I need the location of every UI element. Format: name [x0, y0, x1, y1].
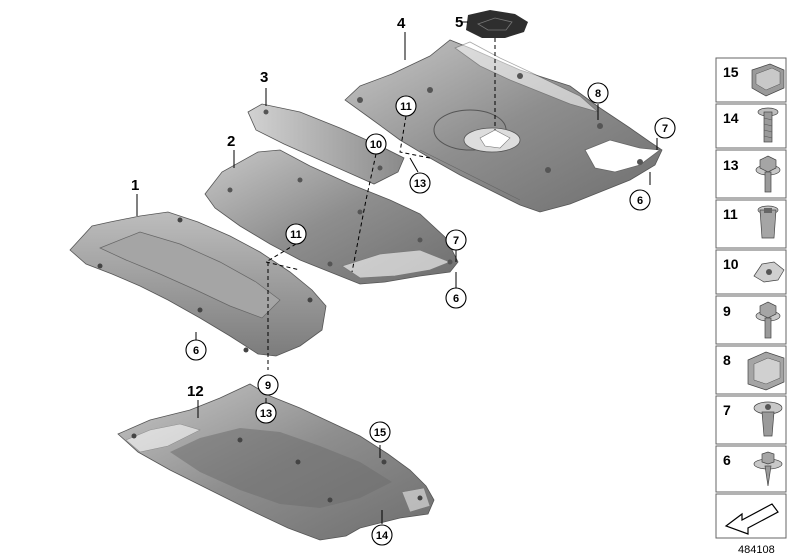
- callout-11b: 11: [285, 223, 307, 245]
- legend-label-13: 13: [723, 157, 739, 173]
- hex-bolt-icon: [755, 155, 781, 193]
- callout-6b: 6: [445, 287, 467, 309]
- rivet-nut-icon: [757, 205, 779, 239]
- legend-item-13: 13: [715, 149, 787, 199]
- part-label-5: 5: [455, 14, 463, 31]
- callout-label-11a: 11: [400, 101, 412, 113]
- part-label-12: 12: [187, 383, 204, 400]
- legend-label-7: 7: [723, 402, 731, 418]
- callout-label-13a: 13: [414, 178, 426, 190]
- expanding-rivet-icon: [753, 401, 783, 437]
- flange-bolt-icon: [755, 301, 781, 339]
- clip-nut-icon: [751, 63, 785, 97]
- legend-item-6: 6: [715, 445, 787, 493]
- callout-label-7b: 7: [453, 235, 459, 247]
- seal-disc-5: [466, 10, 528, 38]
- document-number: 484108: [738, 544, 775, 556]
- callout-9: 9: [257, 374, 279, 396]
- callout-label-6c: 6: [193, 345, 199, 357]
- callout-13a: 13: [409, 172, 431, 194]
- underbody-panel-4: [344, 39, 663, 213]
- callout-10: 10: [365, 133, 387, 155]
- arrow-icon: [724, 503, 779, 535]
- part-label-1: 1: [131, 177, 139, 194]
- left-panel-1: [69, 211, 327, 357]
- part-label-4: 4: [397, 15, 406, 32]
- legend-label-8: 8: [723, 352, 731, 368]
- legend-label-9: 9: [723, 303, 731, 319]
- callout-7a: 7: [654, 117, 676, 139]
- callout-6a: 6: [629, 189, 651, 211]
- callout-6c: 6: [185, 339, 207, 361]
- callout-label-8: 8: [595, 88, 601, 100]
- legend-label-15: 15: [723, 64, 739, 80]
- legend-label-6: 6: [723, 452, 731, 468]
- legend-label-11: 11: [723, 206, 738, 222]
- callout-label-7a: 7: [662, 123, 668, 135]
- callout-label-13b: 13: [260, 408, 272, 420]
- legend-item-10: 10: [715, 249, 787, 295]
- callout-label-15: 15: [374, 427, 386, 439]
- callout-11a: 11: [395, 95, 417, 117]
- callout-13b: 13: [255, 402, 277, 424]
- collar-screw-icon: [753, 451, 783, 487]
- legend-item-7: 7: [715, 395, 787, 445]
- callout-label-6b: 6: [453, 293, 459, 305]
- speed-nut-icon: [753, 261, 785, 283]
- legend-item-14: 14: [715, 103, 787, 149]
- strip-panel-3: [247, 103, 405, 185]
- clip-icon: [747, 351, 785, 391]
- callout-label-14: 14: [376, 530, 389, 542]
- part-label-3: 3: [260, 69, 268, 86]
- callout-label-11b: 11: [290, 229, 302, 241]
- legend-item-9: 9: [715, 295, 787, 345]
- legend-label-14: 14: [723, 110, 739, 126]
- assortment-arrow-box: [715, 493, 787, 539]
- callout-label-6a: 6: [637, 195, 643, 207]
- legend-column: 15 14 13: [715, 57, 787, 539]
- legend-item-15: 15: [715, 57, 787, 103]
- legend-item-8: 8: [715, 345, 787, 395]
- legend-item-11: 11: [715, 199, 787, 249]
- callout-7b: 7: [445, 229, 467, 251]
- callout-label-10: 10: [370, 139, 382, 151]
- front-underbody-panel-12: [117, 383, 435, 541]
- callout-14: 14: [371, 524, 393, 546]
- middle-panel-2: [204, 149, 459, 285]
- legend-label-10: 10: [723, 256, 739, 272]
- callout-15: 15: [369, 421, 391, 443]
- bolt-icon: [757, 107, 779, 143]
- callout-label-9: 9: [265, 380, 271, 392]
- part-label-2: 2: [227, 133, 235, 150]
- callout-8: 8: [587, 82, 609, 104]
